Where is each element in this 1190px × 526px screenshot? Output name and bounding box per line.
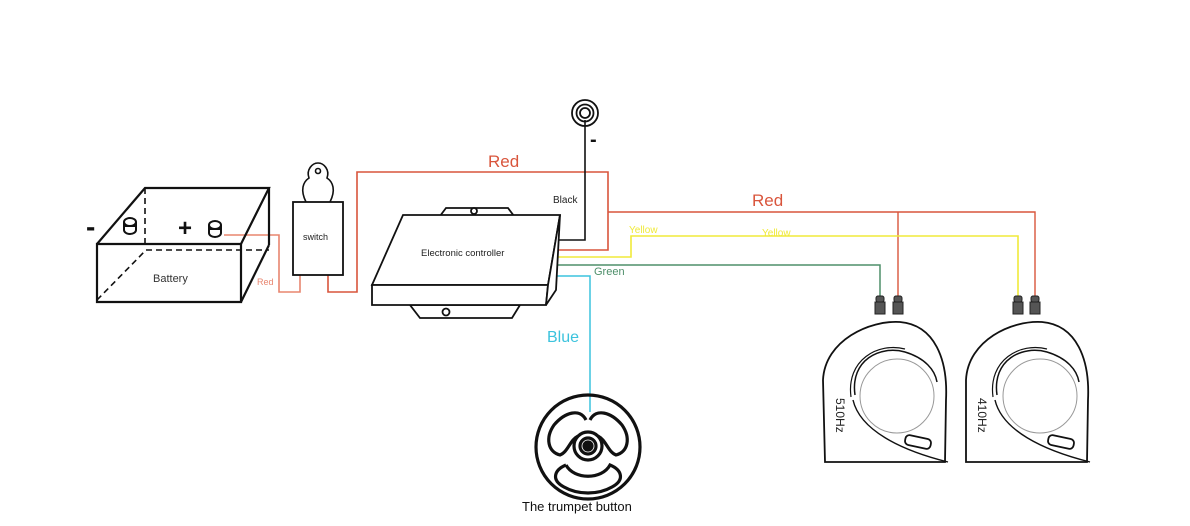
key-icon	[301, 162, 335, 203]
battery	[95, 186, 271, 304]
wire-red-horns	[608, 211, 1036, 298]
wire-label-black: Black	[553, 195, 578, 206]
horn-510hz	[822, 321, 949, 463]
wire-label-yellow-1: Yellow	[629, 225, 658, 236]
controller-label: Electronic controller	[421, 248, 504, 259]
battery-plus-sign: +	[178, 215, 192, 242]
horn-410hz	[965, 321, 1091, 463]
battery-minus-sign: -	[86, 211, 95, 242]
horn-label-510hz: 510Hz	[833, 398, 847, 433]
switch-label: switch	[303, 232, 328, 242]
battery-terminal-negative-icon	[123, 217, 137, 235]
ground-minus-sign: -	[590, 129, 597, 151]
switch-box	[292, 201, 344, 276]
wire-label-yellow-2: Yellow	[762, 228, 791, 239]
wire-red-battery-switch	[224, 234, 301, 293]
horn-connectors	[874, 295, 1041, 315]
wire-red-switch-controller	[327, 171, 609, 293]
ground-terminal-icon	[571, 99, 599, 127]
electronic-controller	[370, 207, 562, 319]
trumpet-button-label: The trumpet button	[522, 499, 632, 514]
horn-label-410hz: 410Hz	[975, 398, 989, 433]
battery-terminal-positive-icon	[208, 220, 222, 238]
wire-label-red-short: Red	[257, 277, 274, 287]
battery-label: Battery	[153, 273, 188, 285]
wire-label-blue: Blue	[547, 329, 579, 346]
wire-label-red-horns: Red	[752, 191, 783, 210]
wire-label-red-top: Red	[488, 152, 519, 171]
trumpet-button-icon	[534, 393, 642, 501]
wire-yellow	[556, 235, 1019, 298]
wire-green	[555, 264, 881, 298]
wire-blue	[553, 275, 591, 412]
wire-black-ground	[557, 120, 586, 241]
wire-label-green: Green	[594, 266, 625, 278]
